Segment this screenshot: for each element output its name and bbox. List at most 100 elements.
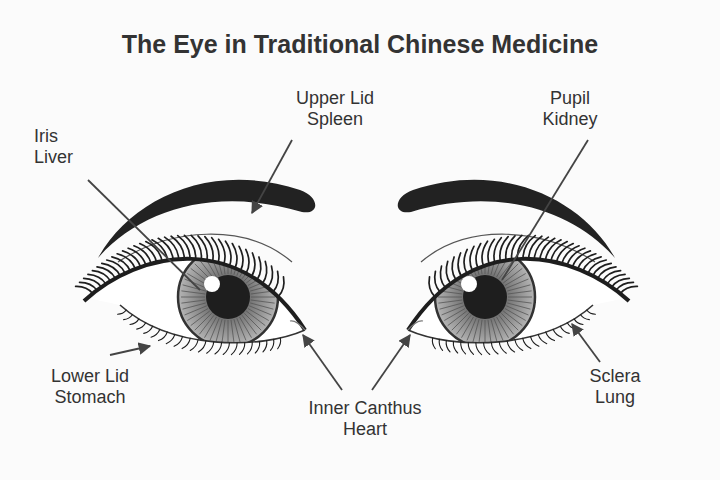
eyelash <box>461 342 466 354</box>
eyelash <box>166 334 175 343</box>
iris-fiber <box>222 320 225 344</box>
lid-crease <box>421 234 595 262</box>
eyelash <box>239 343 244 355</box>
iris <box>435 247 535 347</box>
eyelash <box>198 341 205 352</box>
iris-fiber <box>485 250 486 274</box>
eyelash <box>225 241 231 266</box>
iris-fiber <box>216 319 222 342</box>
iris-fiber <box>508 297 532 298</box>
eyelash <box>174 337 182 347</box>
eyelash <box>499 342 506 353</box>
eyelash <box>531 337 539 347</box>
eyelash <box>546 332 555 341</box>
lower-lid <box>120 305 305 343</box>
lower-lid <box>408 305 593 343</box>
iris-fiber <box>249 306 271 315</box>
iris-fiber <box>506 279 528 288</box>
eyelash <box>432 338 435 349</box>
iris-fiber <box>185 306 207 315</box>
iris-fiber <box>508 291 532 294</box>
iris-fiber <box>228 320 229 344</box>
diagram-title: The Eye in Traditional Chinese Medicine <box>0 30 720 59</box>
eyelash <box>84 278 102 287</box>
eyebrow <box>398 180 615 258</box>
leader-line <box>252 140 292 213</box>
iris-fiber <box>494 318 503 340</box>
eyelash <box>232 244 237 269</box>
eyelash <box>219 239 225 264</box>
iris-fiber <box>506 306 528 315</box>
eyelash <box>207 342 214 353</box>
iris-fiber <box>507 303 530 309</box>
eyelash <box>257 257 261 280</box>
upper-lid <box>408 259 629 330</box>
eyelash <box>151 329 160 337</box>
eyelash <box>494 238 501 263</box>
iris-fiber <box>251 297 275 298</box>
eyelash <box>453 341 457 353</box>
eyelash <box>137 323 146 329</box>
eyelash <box>446 261 450 283</box>
canthus <box>408 321 423 330</box>
eyelash <box>476 244 481 269</box>
left-eye <box>76 180 316 355</box>
eyelash <box>92 271 110 282</box>
iris-fiber <box>494 254 503 276</box>
eyelash <box>612 278 630 287</box>
iris-fiber <box>491 319 497 342</box>
highlight <box>461 276 477 292</box>
leader-line <box>303 335 342 390</box>
eyelash <box>246 249 249 273</box>
leader-line <box>88 180 200 290</box>
eyelash <box>500 237 508 262</box>
iris-fiber <box>438 297 462 298</box>
eyelash <box>446 340 450 351</box>
eyelash <box>124 315 133 320</box>
eyelash <box>97 267 115 279</box>
eyebrow <box>98 180 315 258</box>
eyelash <box>598 267 616 279</box>
eyelash <box>488 239 494 264</box>
eyelash <box>491 342 498 354</box>
iris-fiber <box>183 285 206 291</box>
part-label: Lower Lid Stomach <box>38 366 142 408</box>
eyelash <box>506 236 515 260</box>
eyelash <box>507 341 514 352</box>
eyelash <box>553 329 562 337</box>
iris-fiber <box>181 297 205 298</box>
iris-fiber <box>237 318 246 340</box>
eyelash <box>515 340 523 351</box>
eyelash <box>255 341 259 353</box>
eyelashes <box>76 235 284 354</box>
eyelash <box>439 339 442 350</box>
eyelash <box>270 339 273 350</box>
eyelash <box>118 310 127 314</box>
iris-fiber <box>488 320 491 344</box>
iris-fiber <box>181 300 205 303</box>
leader-line <box>110 346 150 355</box>
eyelash <box>484 343 490 355</box>
part-label: Pupil Kidney <box>533 88 607 130</box>
eyelash <box>182 338 190 348</box>
iris-fiber <box>467 318 476 340</box>
eyelash <box>239 246 243 270</box>
eyelash <box>278 277 284 297</box>
eyelash <box>574 319 583 325</box>
iris-fiber <box>181 291 205 294</box>
iris-fiber <box>231 320 234 344</box>
part-label: Sclera Lung <box>578 366 652 408</box>
right-eye <box>398 180 638 355</box>
iris-fiber <box>250 303 273 309</box>
eyelash <box>602 271 620 282</box>
iris-fiber <box>187 309 208 321</box>
iris-fiber <box>479 320 482 344</box>
eyelash <box>616 282 633 290</box>
eyelash <box>468 343 473 355</box>
iris-fiber <box>442 306 464 315</box>
eyelash <box>205 237 213 262</box>
eyelash <box>263 340 267 351</box>
iris-fiber <box>228 250 229 274</box>
eyelash <box>607 274 625 284</box>
